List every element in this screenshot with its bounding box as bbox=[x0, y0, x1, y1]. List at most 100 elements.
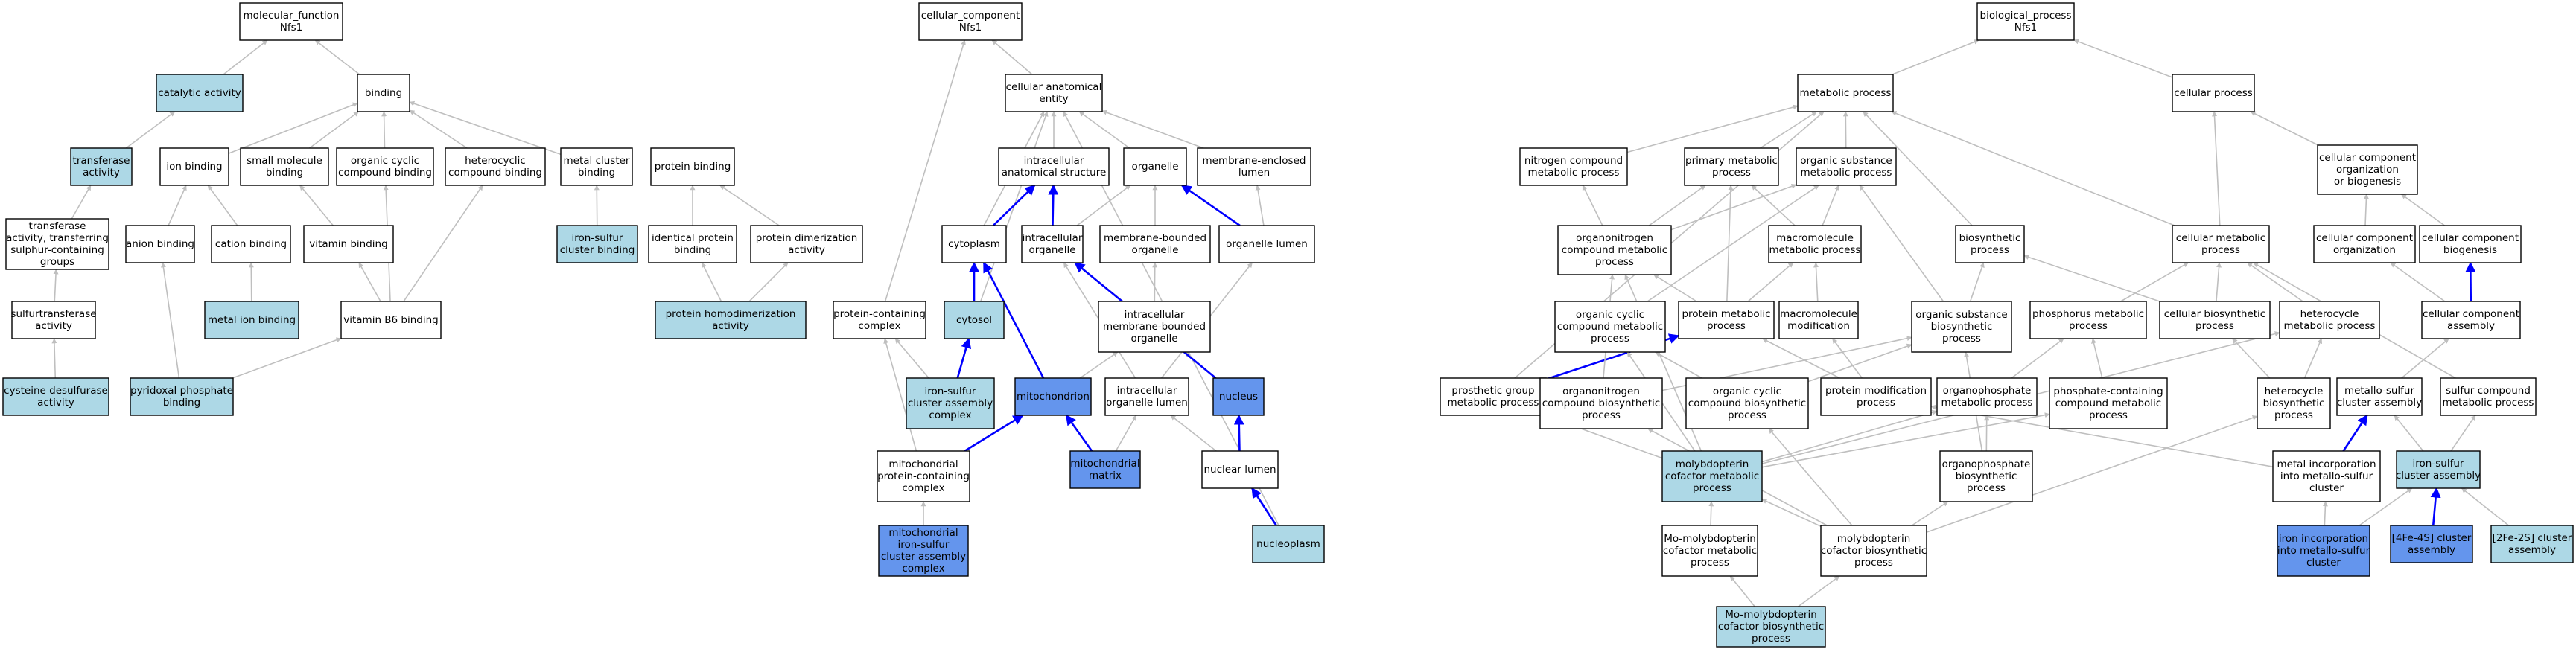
go-node-cytosol[interactable]: cytosol bbox=[944, 301, 1005, 339]
node-label-line: protein binding bbox=[655, 161, 731, 173]
node-label-line: sulfur compound bbox=[2446, 385, 2531, 397]
node-box bbox=[1976, 2, 2075, 41]
edge-protcomplex-to-cc bbox=[884, 39, 966, 302]
go-node-organelle[interactable]: organelle bbox=[1123, 147, 1187, 186]
go-node-ionbind[interactable]: ion binding bbox=[159, 147, 229, 186]
go-node-nucleus[interactable]: nucleus bbox=[1212, 377, 1265, 416]
node-box bbox=[906, 377, 995, 429]
node-label-line: process bbox=[1582, 409, 1621, 421]
go-node-nuclumen[interactable]: nuclear lumen bbox=[1201, 450, 1279, 489]
edge-cellbio-to-cellmetab bbox=[2216, 262, 2222, 302]
node-label-line: Nfs1 bbox=[2014, 22, 2037, 33]
go-node-orglumen[interactable]: organelle lumen bbox=[1218, 225, 1315, 263]
go-node-nucleoplasm[interactable]: nucleoplasm bbox=[1252, 525, 1325, 563]
go-node-anion[interactable]: anion binding bbox=[125, 225, 195, 263]
node-box bbox=[2029, 301, 2147, 339]
go-node-metab[interactable]: metabolic process bbox=[1797, 74, 1894, 112]
go-node-mito[interactable]: mitochondrion bbox=[1014, 377, 1092, 416]
go-node-metalion[interactable]: metal ion binding bbox=[204, 301, 299, 339]
go-node-vitamin[interactable]: vitamin binding bbox=[303, 225, 394, 263]
node-label-line: cofactor metabolic bbox=[1665, 470, 1759, 482]
node-label-line: compound binding bbox=[448, 167, 542, 179]
node-label-line: cluster assembly bbox=[881, 551, 966, 563]
go-node-vitb6[interactable]: vitamin B6 binding bbox=[340, 301, 442, 339]
go-node-catalytic[interactable]: catalytic activity bbox=[156, 74, 244, 112]
go-node-binding[interactable]: binding bbox=[357, 74, 410, 112]
go-node-cation[interactable]: cation binding bbox=[211, 225, 291, 263]
go-node-cytoplasm[interactable]: cytoplasm bbox=[941, 225, 1007, 263]
node-label-line: biosynthetic bbox=[1956, 470, 2017, 482]
edge-orglumen-to-memlumen bbox=[1255, 185, 1265, 226]
go-node-proteinbind[interactable]: protein binding bbox=[650, 147, 735, 186]
go-node-cellproc[interactable]: cellular process bbox=[2172, 74, 2255, 112]
node-label-line: [2Fe-2S] cluster bbox=[2493, 532, 2572, 544]
